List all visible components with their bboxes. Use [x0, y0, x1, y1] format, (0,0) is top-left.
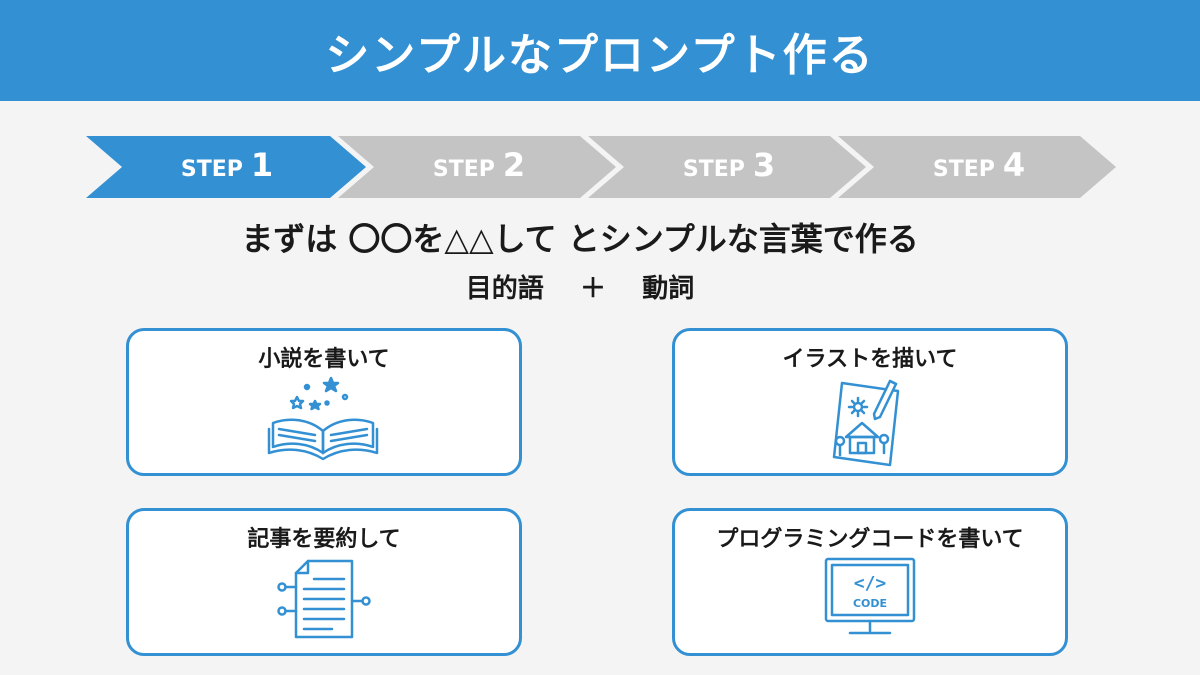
step-3-label[interactable]: STEP 3	[624, 146, 834, 186]
step-3-word: STEP	[682, 157, 745, 182]
drawing-sheet-pencil-icon	[820, 373, 920, 469]
document-summary-icon	[274, 553, 374, 643]
page-title: シンプルなプロンプト作る	[325, 29, 875, 81]
step-3-number: 3	[752, 146, 776, 184]
step-4-word: STEP	[932, 157, 995, 182]
card-summary-title: 記事を要約して	[247, 527, 401, 552]
card-summary[interactable]: 記事を要約して	[126, 508, 522, 656]
card-illustration-title: イラストを描いて	[782, 347, 958, 372]
step-1-label[interactable]: STEP 1	[122, 146, 332, 186]
card-novel[interactable]: 小説を書いて	[126, 328, 522, 476]
open-book-stars-icon	[259, 373, 389, 463]
monitor-code-icon: </> CODE	[820, 553, 920, 641]
formula-plus: ＋	[579, 274, 606, 304]
formula-line: 目的語 ＋ 動詞	[0, 268, 1160, 305]
card-illustration[interactable]: イラストを描いて	[672, 328, 1068, 476]
header-banner: シンプルなプロンプト作る	[0, 0, 1200, 101]
step-4-label[interactable]: STEP 4	[874, 146, 1084, 186]
step-2-label[interactable]: STEP 2	[374, 146, 584, 186]
code-label: CODE	[853, 597, 887, 610]
card-programming[interactable]: プログラミングコードを書いて </> CODE	[672, 508, 1068, 656]
headline-text: まずは 〇〇を△△して とシンプルな言葉で作る	[241, 220, 919, 258]
formula-verb: 動詞	[642, 274, 695, 304]
step-2-word: STEP	[432, 157, 495, 182]
card-programming-title: プログラミングコードを書いて	[716, 527, 1024, 552]
code-glyph: </>	[854, 573, 887, 594]
card-novel-title: 小説を書いて	[258, 347, 390, 372]
step-1-word: STEP	[180, 157, 243, 182]
step-1-number: 1	[250, 146, 274, 184]
step-2-number: 2	[502, 146, 526, 184]
formula-object: 目的語	[465, 274, 544, 304]
step-4-number: 4	[1002, 146, 1026, 184]
